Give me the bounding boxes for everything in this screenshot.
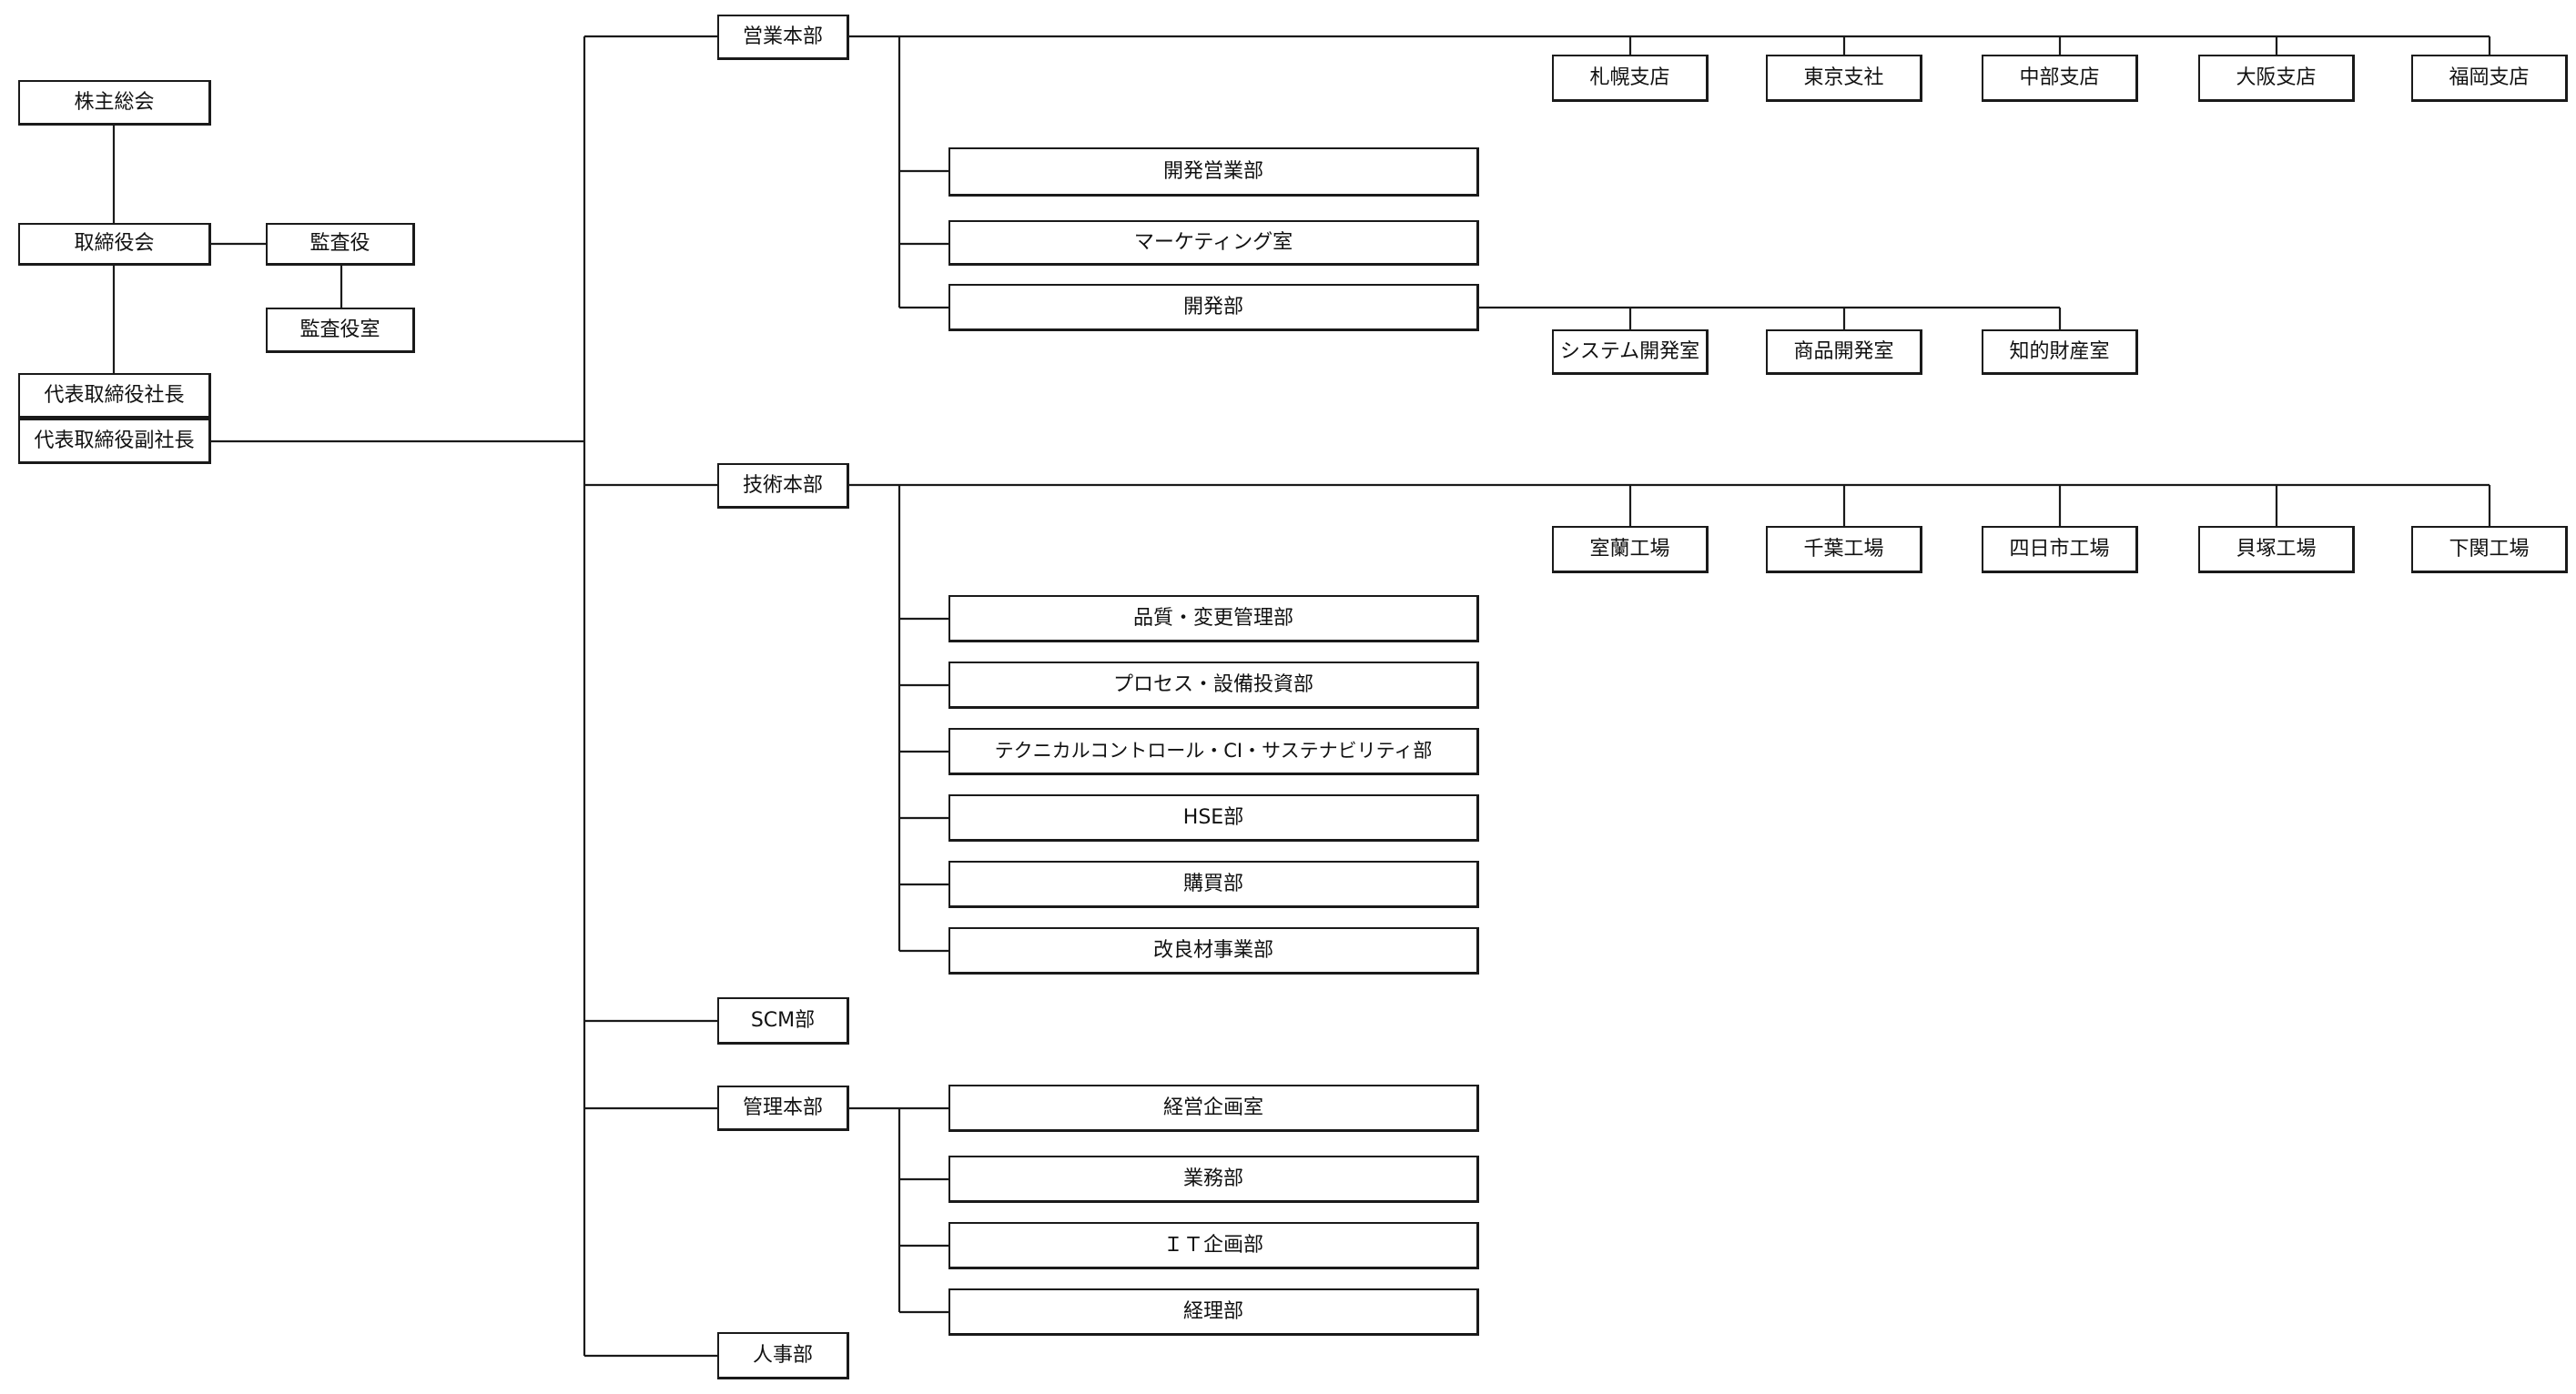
sales-hq-box: 営業本部 xyxy=(717,15,849,60)
admin-hq-box: 管理本部 xyxy=(717,1086,849,1131)
it-planning-dept-box: ＩＴ企画部 xyxy=(948,1222,1479,1269)
marketing-office-box: マーケティング室 xyxy=(948,220,1479,266)
plant-muroran-box: 室蘭工場 xyxy=(1552,526,1709,573)
branch-sapporo-box: 札幌支店 xyxy=(1552,55,1709,102)
development-dept-box: 開発部 xyxy=(948,284,1479,331)
board-of-directors-box: 取締役会 xyxy=(18,223,211,266)
purchasing-dept-box: 購買部 xyxy=(948,861,1479,908)
accounting-dept-box: 経理部 xyxy=(948,1288,1479,1336)
vice-president-box: 代表取締役副社長 xyxy=(18,419,211,464)
system-development-office-box: システム開発室 xyxy=(1552,329,1709,375)
scm-dept-box: SCM部 xyxy=(717,997,849,1045)
process-capex-dept-box: プロセス・設備投資部 xyxy=(948,662,1479,709)
development-sales-dept-box: 開発営業部 xyxy=(948,147,1479,197)
product-development-office-box: 商品開発室 xyxy=(1766,329,1922,375)
quality-change-management-dept-box: 品質・変更管理部 xyxy=(948,595,1479,642)
shareholders-meeting-box: 株主総会 xyxy=(18,80,211,126)
hr-dept-box: 人事部 xyxy=(717,1332,849,1379)
tech-hq-box: 技術本部 xyxy=(717,463,849,509)
branch-tokyo-box: 東京支社 xyxy=(1766,55,1922,102)
improvement-materials-division-box: 改良材事業部 xyxy=(948,927,1479,975)
plant-shimonoseki-box: 下関工場 xyxy=(2411,526,2568,573)
branch-osaka-box: 大阪支店 xyxy=(2198,55,2355,102)
intellectual-property-office-box: 知的財産室 xyxy=(1982,329,2138,375)
hse-dept-box: HSE部 xyxy=(948,794,1479,842)
auditor-box: 監査役 xyxy=(266,223,415,266)
plant-yokkaichi-box: 四日市工場 xyxy=(1982,526,2138,573)
plant-kaizuka-box: 貝塚工場 xyxy=(2198,526,2355,573)
operations-dept-box: 業務部 xyxy=(948,1156,1479,1203)
plant-chiba-box: 千葉工場 xyxy=(1766,526,1922,573)
technical-control-ci-sustainability-dept-box: テクニカルコントロール・CI・サステナビリティ部 xyxy=(948,728,1479,775)
president-box: 代表取締役社長 xyxy=(18,373,211,419)
auditor-office-box: 監査役室 xyxy=(266,308,415,353)
branch-fukuoka-box: 福岡支店 xyxy=(2411,55,2568,102)
corporate-planning-office-box: 経営企画室 xyxy=(948,1085,1479,1132)
branch-chubu-box: 中部支店 xyxy=(1982,55,2138,102)
